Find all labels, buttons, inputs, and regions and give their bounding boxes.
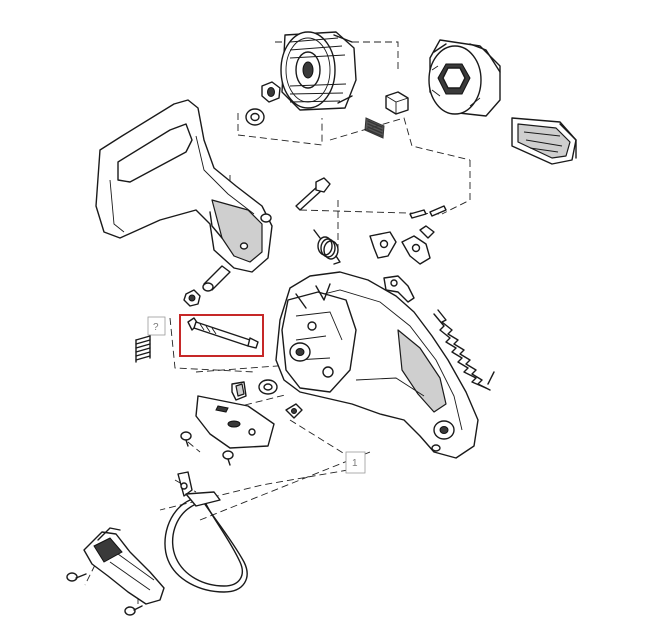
guide-stud: [285, 403, 303, 419]
coil-spring: [135, 335, 151, 363]
guard-screw-1: [66, 572, 87, 582]
brake-spring: [433, 309, 495, 391]
callout-one: 1: [345, 451, 366, 474]
guard-screw-2: [124, 605, 143, 616]
clutch-drum: [280, 31, 357, 111]
callout-label-question: ?: [153, 322, 159, 333]
guard-bolt: [295, 177, 331, 211]
small-spring: [364, 117, 385, 139]
clutch-assembly: [428, 39, 501, 117]
clutch-cover-housing: [275, 271, 479, 459]
highlight-box: [179, 314, 264, 357]
guard-stud: [202, 265, 231, 292]
drum-nut: [261, 81, 281, 103]
small-pins: [409, 205, 447, 239]
plate-screw-2: [222, 450, 234, 466]
clutch-nut: [385, 91, 409, 115]
latch-plate: [383, 275, 415, 303]
torsion-spring: [313, 229, 341, 265]
callout-question: ?: [147, 316, 166, 336]
tensioner-bolt: [187, 317, 259, 349]
chain-guard-plate: [83, 527, 165, 605]
washer: [258, 379, 278, 395]
rubber-bumper: [511, 117, 577, 165]
bar-plate: [195, 395, 275, 449]
tensioner-block: [231, 381, 247, 401]
plate-screw-1: [180, 431, 192, 447]
callout-label-one: 1: [352, 458, 358, 469]
brake-band: [164, 471, 248, 593]
drum-washer: [245, 108, 265, 126]
housing-nut: [183, 289, 201, 307]
brake-lever: [369, 231, 431, 265]
hand-guard: [95, 99, 273, 273]
